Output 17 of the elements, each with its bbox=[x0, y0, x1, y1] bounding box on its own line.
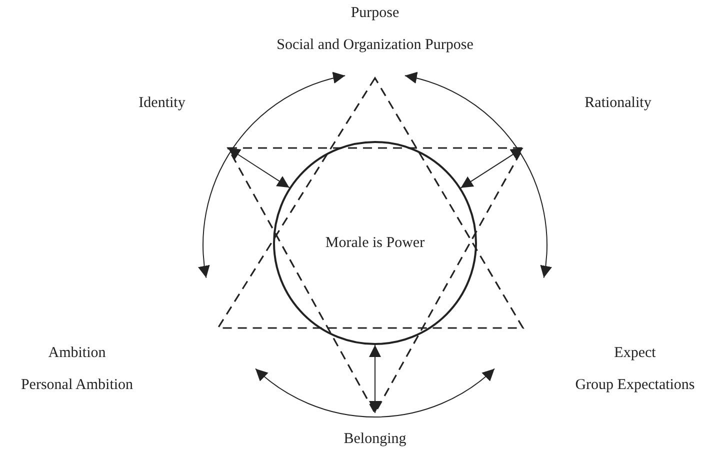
double-arrow bbox=[369, 344, 381, 414]
center-label: Morale is Power bbox=[325, 234, 425, 252]
dimension-heading: Purpose bbox=[350, 4, 400, 22]
dimension-heading: Rationality bbox=[584, 94, 652, 112]
dashed-triangle bbox=[218, 78, 523, 328]
dashed-triangle bbox=[228, 148, 523, 413]
dimension-description: Social and Organization Purpose bbox=[276, 36, 474, 54]
double-arrow bbox=[460, 148, 524, 188]
dimension-description: Personal Ambition bbox=[20, 376, 134, 394]
dimension-heading: Ambition bbox=[48, 344, 106, 362]
curved-double-arrow bbox=[198, 72, 346, 278]
dimension-heading: Expect bbox=[614, 344, 656, 362]
double-arrow bbox=[228, 148, 290, 188]
dimension-heading: Identity bbox=[138, 94, 186, 112]
curved-double-arrow bbox=[404, 72, 552, 278]
dimension-description: Group Expectations bbox=[575, 376, 695, 394]
dimension-heading: Belonging bbox=[344, 430, 406, 448]
